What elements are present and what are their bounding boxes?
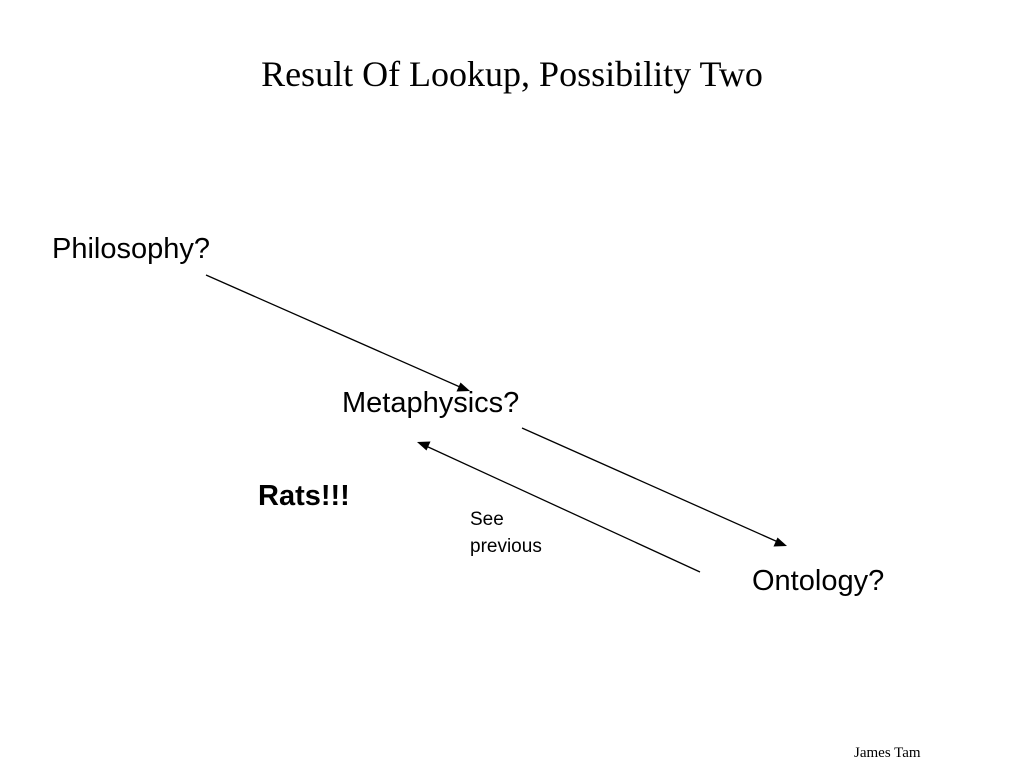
arrow-philosophy-to-metaphysics: [205, 274, 461, 388]
arrow-metaphysics-to-ontology: [521, 427, 779, 543]
node-metaphysics: Metaphysics?: [342, 387, 520, 419]
author-footer: James Tam: [854, 745, 921, 761]
note-line-2: previous: [470, 536, 542, 557]
node-ontology: Ontology?: [752, 565, 885, 597]
arrowhead-ontology: [773, 537, 787, 547]
slide-title: Result Of Lookup, Possibility Two: [261, 54, 763, 94]
arrowhead-metaphysics: [456, 382, 470, 392]
node-philosophy: Philosophy?: [52, 233, 210, 265]
see-previous-note: See previous: [470, 506, 542, 560]
rats-exclamation: Rats!!!: [258, 480, 350, 512]
note-line-1: See: [470, 509, 504, 530]
arrowhead-metaphysics-back: [417, 441, 431, 451]
arrow-ontology-to-metaphysics: [425, 445, 701, 573]
